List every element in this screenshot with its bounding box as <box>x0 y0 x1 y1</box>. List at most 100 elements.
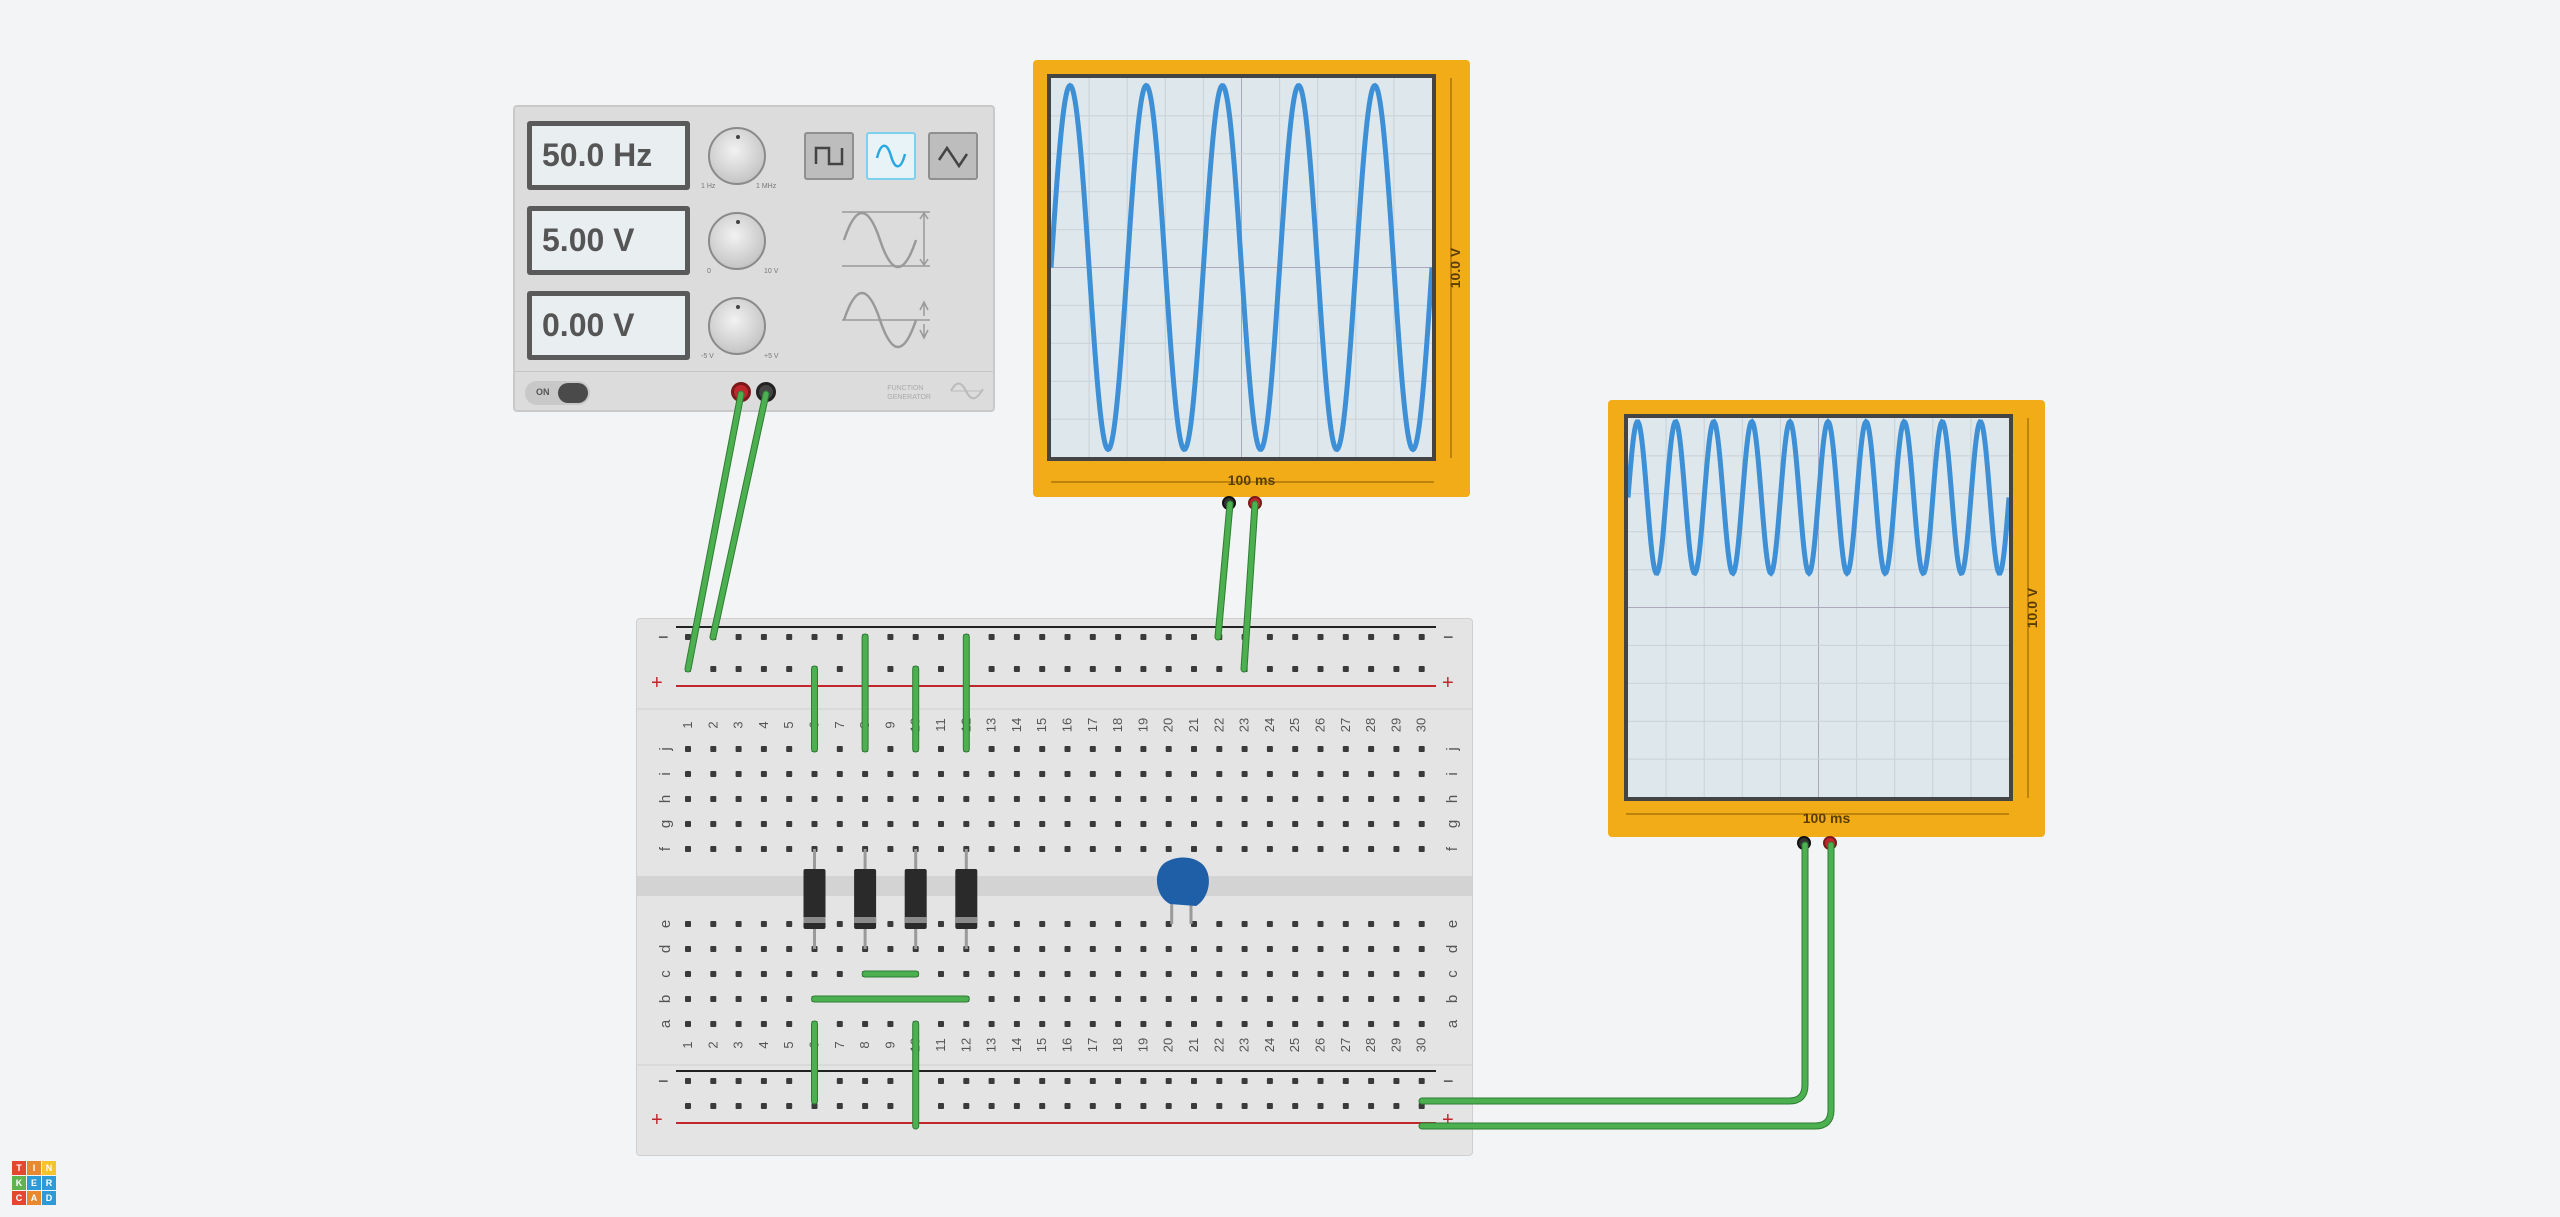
terminal-hole[interactable] <box>1342 946 1349 952</box>
terminal-hole[interactable] <box>1140 746 1147 752</box>
terminal-hole[interactable] <box>1292 946 1299 952</box>
terminal-hole[interactable] <box>1393 946 1400 952</box>
terminal-hole[interactable] <box>1241 771 1248 777</box>
terminal-hole[interactable] <box>786 921 793 927</box>
rail-hole[interactable] <box>735 666 742 672</box>
terminal-hole[interactable] <box>1140 771 1147 777</box>
rail-hole[interactable] <box>1292 634 1299 640</box>
rail-hole[interactable] <box>1165 666 1172 672</box>
terminal-hole[interactable] <box>1039 1021 1046 1027</box>
rail-hole[interactable] <box>1266 634 1273 640</box>
rail-hole[interactable] <box>887 1078 894 1084</box>
rail-hole[interactable] <box>988 666 995 672</box>
terminal-hole[interactable] <box>912 771 919 777</box>
rail-hole[interactable] <box>1317 1078 1324 1084</box>
rail-hole[interactable] <box>1191 634 1197 640</box>
terminal-hole[interactable] <box>1115 971 1122 977</box>
terminal-hole[interactable] <box>1393 971 1400 977</box>
rail-hole[interactable] <box>685 634 691 640</box>
rail-hole[interactable] <box>1342 634 1349 640</box>
terminal-hole[interactable] <box>1089 746 1096 752</box>
terminal-hole[interactable] <box>1216 946 1223 952</box>
terminal-hole[interactable] <box>710 821 717 827</box>
rail-hole[interactable] <box>1115 1103 1122 1109</box>
terminal-hole[interactable] <box>1317 996 1324 1002</box>
terminal-hole[interactable] <box>1342 971 1349 977</box>
terminal-hole[interactable] <box>1089 1021 1096 1027</box>
terminal-hole[interactable] <box>760 946 767 952</box>
terminal-hole[interactable] <box>1115 796 1122 802</box>
terminal-hole[interactable] <box>988 1021 995 1027</box>
terminal-hole[interactable] <box>1140 1021 1147 1027</box>
terminal-hole[interactable] <box>1342 771 1349 777</box>
terminal-hole[interactable] <box>735 946 742 952</box>
terminal-hole[interactable] <box>887 921 894 927</box>
terminal-hole[interactable] <box>1089 796 1096 802</box>
function-generator[interactable]: 50.0 Hz 5.00 V 0.00 V 1 Hz 1 MHz 0 10 V … <box>513 105 995 412</box>
terminal-hole[interactable] <box>1292 1021 1299 1027</box>
rail-hole[interactable] <box>1216 1078 1223 1084</box>
terminal-hole[interactable] <box>735 796 742 802</box>
rail-hole[interactable] <box>963 1078 970 1084</box>
rail-hole[interactable] <box>938 1078 944 1084</box>
terminal-hole[interactable] <box>786 1021 793 1027</box>
terminal-hole[interactable] <box>710 1021 717 1027</box>
rail-hole[interactable] <box>735 1078 742 1084</box>
rail-hole[interactable] <box>1216 1103 1223 1109</box>
terminal-hole[interactable] <box>1216 921 1223 927</box>
terminal-hole[interactable] <box>1191 846 1197 852</box>
rail-hole[interactable] <box>988 634 995 640</box>
terminal-hole[interactable] <box>1115 1021 1122 1027</box>
terminal-hole[interactable] <box>1368 746 1375 752</box>
terminal-hole[interactable] <box>1292 846 1299 852</box>
terminal-hole[interactable] <box>1342 796 1349 802</box>
terminal-hole[interactable] <box>786 996 793 1002</box>
terminal-hole[interactable] <box>938 946 944 952</box>
terminal-hole[interactable] <box>862 771 869 777</box>
terminal-hole[interactable] <box>912 796 919 802</box>
terminal-hole[interactable] <box>1039 996 1046 1002</box>
terminal-hole[interactable] <box>1064 796 1071 802</box>
rail-hole[interactable] <box>1165 1103 1172 1109</box>
terminal-hole[interactable] <box>862 796 869 802</box>
terminal-hole[interactable] <box>1418 946 1425 952</box>
rail-hole[interactable] <box>836 1078 843 1084</box>
terminal-hole[interactable] <box>836 796 843 802</box>
rail-hole[interactable] <box>685 1078 691 1084</box>
rail-hole[interactable] <box>1013 1103 1020 1109</box>
rail-hole[interactable] <box>1191 1103 1197 1109</box>
terminal-hole[interactable] <box>1292 821 1299 827</box>
rail-hole[interactable] <box>1342 666 1349 672</box>
diode[interactable] <box>803 869 826 929</box>
terminal-hole[interactable] <box>685 946 691 952</box>
oscilloscope-1[interactable]: 100 ms 10.0 V <box>1033 60 1470 510</box>
terminal-hole[interactable] <box>836 771 843 777</box>
rail-hole[interactable] <box>912 634 919 640</box>
terminal-hole[interactable] <box>1191 746 1197 752</box>
rail-hole[interactable] <box>710 1103 717 1109</box>
terminal-hole[interactable] <box>1342 846 1349 852</box>
rail-hole[interactable] <box>1064 1103 1071 1109</box>
terminal-hole[interactable] <box>988 821 995 827</box>
terminal-hole[interactable] <box>1013 796 1020 802</box>
rail-hole[interactable] <box>1342 1103 1349 1109</box>
terminal-hole[interactable] <box>1115 996 1122 1002</box>
terminal-hole[interactable] <box>887 821 894 827</box>
terminal-hole[interactable] <box>760 771 767 777</box>
terminal-hole[interactable] <box>1241 921 1248 927</box>
rail-hole[interactable] <box>1115 666 1122 672</box>
terminal-hole[interactable] <box>1418 846 1425 852</box>
terminal-hole[interactable] <box>836 846 843 852</box>
terminal-hole[interactable] <box>811 971 818 977</box>
rail-hole[interactable] <box>1191 1078 1197 1084</box>
terminal-hole[interactable] <box>1064 821 1071 827</box>
rail-hole[interactable] <box>1013 666 1020 672</box>
terminal-hole[interactable] <box>735 1021 742 1027</box>
rail-hole[interactable] <box>1317 1103 1324 1109</box>
rail-hole[interactable] <box>710 666 717 672</box>
terminal-hole[interactable] <box>1165 971 1172 977</box>
terminal-hole[interactable] <box>1064 771 1071 777</box>
terminal-hole[interactable] <box>760 846 767 852</box>
terminal-hole[interactable] <box>1317 771 1324 777</box>
